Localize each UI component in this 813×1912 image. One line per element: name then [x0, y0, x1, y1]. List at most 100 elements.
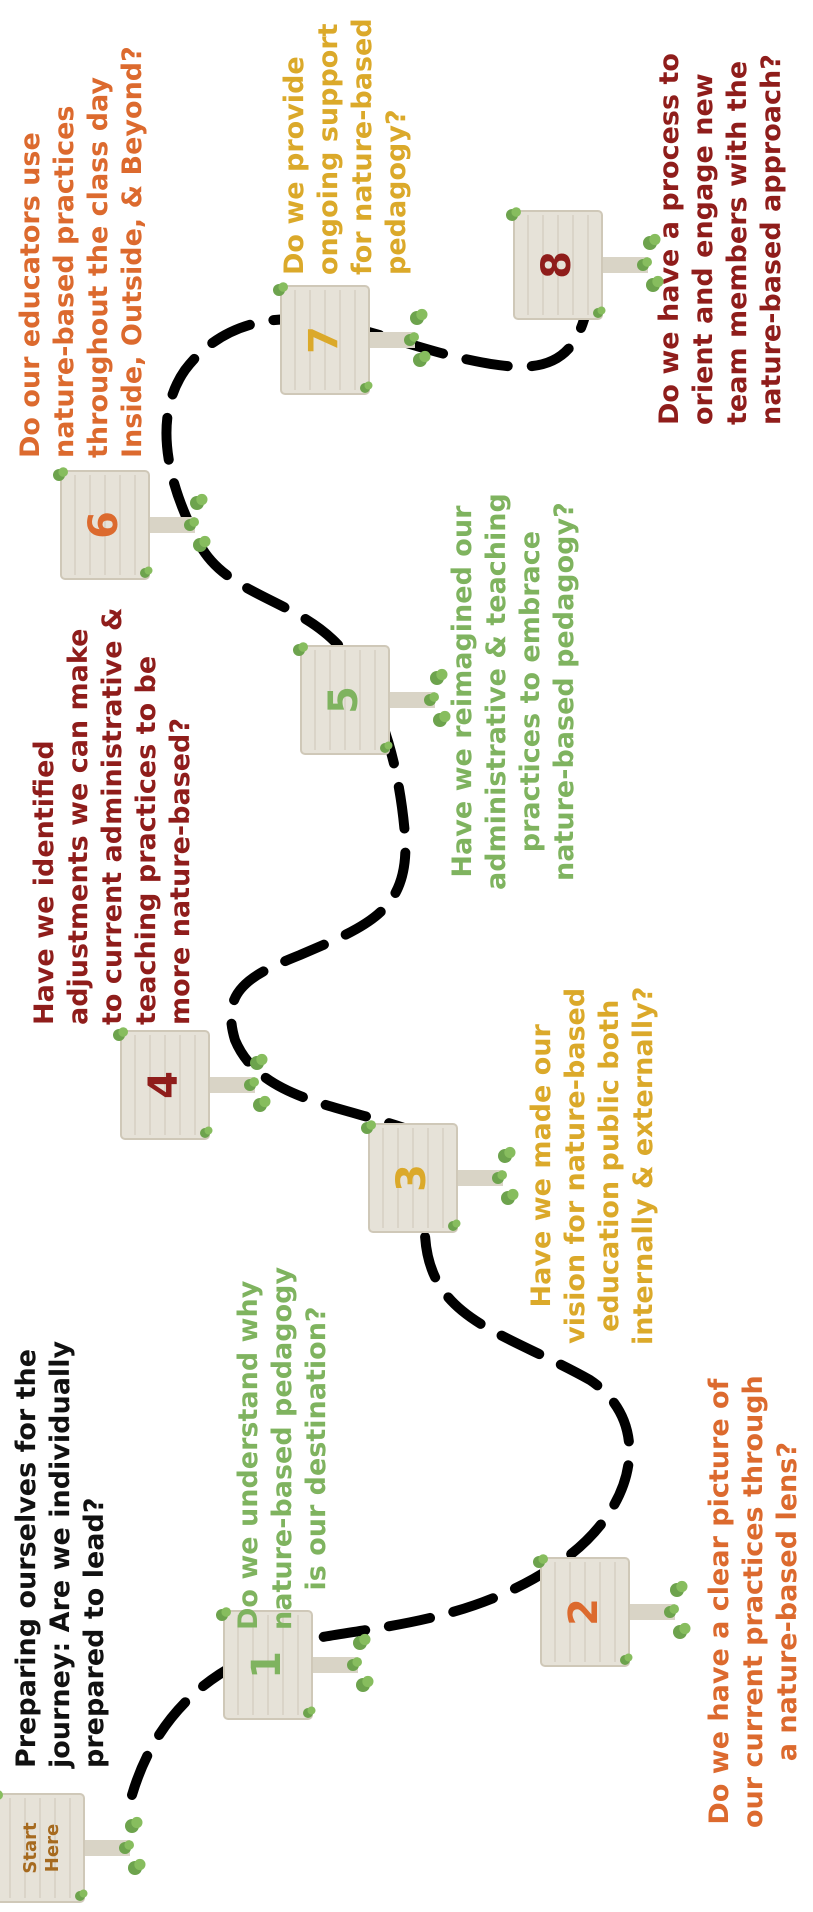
step-4-line: teaching practices to be — [131, 655, 162, 1025]
intro-question: Preparing ourselves for the journey: Are… — [10, 1341, 112, 1768]
leaf — [452, 1219, 461, 1228]
step-8-question: Do we have a process to orient and engag… — [653, 53, 789, 425]
step-8-line: orient and engage new — [688, 73, 719, 425]
step-number-4: 4 — [141, 1071, 187, 1099]
step-number-1: 1 — [244, 1651, 290, 1679]
step-number-3: 3 — [389, 1164, 435, 1192]
trail-line — [127, 285, 635, 1800]
step-5-line: practices to embrace — [515, 530, 546, 853]
step-8-line: Do we have a process to — [654, 53, 685, 425]
step-number-5: 5 — [321, 686, 367, 714]
leaf — [507, 1188, 519, 1201]
step-8-line: nature-based approach? — [756, 54, 787, 425]
leaf — [497, 1170, 508, 1180]
leaf — [359, 1633, 371, 1646]
leaf — [0, 1790, 3, 1800]
intro-line: Preparing ourselves for the — [11, 1348, 42, 1768]
step-number-7: 7 — [301, 326, 347, 354]
signpost-7: 7 — [273, 282, 431, 395]
leaf — [58, 467, 68, 477]
leaf — [429, 692, 440, 702]
start-label-line1: Start — [20, 1822, 41, 1874]
leaf — [256, 1053, 268, 1066]
leaf — [366, 1120, 377, 1130]
step-2-line: Do we have a clear picture of — [704, 1378, 735, 1825]
step-5-line: nature-based pedagogy? — [549, 502, 580, 881]
leaf — [642, 257, 652, 267]
leaf — [278, 282, 289, 292]
leaf — [204, 1126, 213, 1135]
intro-line: journey: Are we individually — [45, 1340, 76, 1768]
leaf — [196, 493, 208, 506]
step-4-line: adjustments we can make — [63, 628, 94, 1025]
step-3-line: internally & externally? — [628, 986, 659, 1345]
step-5-line: administrative & teaching — [481, 493, 512, 890]
step-4-question: Have we identified adjustments we can ma… — [28, 608, 198, 1026]
leaf — [409, 332, 420, 342]
step-4-line: to current administrative & — [97, 607, 128, 1026]
step-8-line: team members with the — [722, 60, 753, 425]
signpost-4: 4 — [113, 1027, 271, 1140]
signpost-8: 8 — [506, 207, 664, 320]
step-5-line: Have we reimagined our — [447, 505, 478, 878]
step-7-line: for nature-based — [347, 18, 378, 275]
leaf — [416, 308, 428, 321]
leaf — [652, 275, 664, 288]
step-number-6: 6 — [81, 511, 127, 539]
leaf — [439, 710, 451, 723]
step-3-line: education public both — [594, 999, 625, 1332]
step-1-question: Do we understand why nature-based pedago… — [232, 1267, 334, 1630]
leaf — [511, 207, 521, 217]
leaf — [597, 306, 606, 315]
leaf — [259, 1095, 271, 1108]
step-3-line: Have we made our — [526, 1024, 557, 1308]
signpost-6: 6 — [53, 467, 211, 580]
leaf — [134, 1858, 146, 1871]
step-number-8: 8 — [534, 251, 580, 279]
step-6-line: nature-based practices — [49, 105, 80, 458]
step-7-line: ongoing support — [313, 23, 344, 275]
intro-line: prepared to lead? — [79, 1497, 110, 1769]
signpost-board — [0, 1793, 85, 1903]
leaf — [504, 1146, 516, 1159]
leaf — [118, 1027, 128, 1037]
step-1-line: nature-based pedagogy — [267, 1266, 298, 1630]
step-7-question: Do we provide ongoing support for nature… — [278, 18, 414, 275]
leaf — [144, 566, 153, 575]
signpost-3: 3 — [361, 1120, 519, 1233]
step-2-line: our current practices through — [738, 1375, 769, 1828]
leaf — [679, 1622, 691, 1635]
step-4-line: more nature-based? — [165, 717, 196, 1025]
leaf — [79, 1889, 88, 1898]
step-2-question: Do we have a clear picture of our curren… — [703, 1375, 805, 1828]
leaf — [538, 1554, 548, 1564]
step-6-line: throughout the class day — [83, 76, 114, 458]
step-7-line: Do we provide — [279, 56, 310, 275]
leaf — [649, 233, 661, 246]
leaf — [624, 1653, 633, 1662]
step-6-line: Do our educators use — [15, 132, 46, 458]
leaf — [384, 741, 393, 750]
leaf — [362, 1675, 374, 1688]
step-number-2: 2 — [561, 1598, 607, 1626]
step-4-line: Have we identified — [29, 740, 60, 1025]
leaf — [131, 1816, 143, 1829]
leaf — [307, 1706, 316, 1715]
step-6-question: Do our educators use nature-based practi… — [14, 46, 150, 458]
step-1-line: is our destination? — [301, 1306, 332, 1591]
step-3-line: vision for nature-based — [560, 987, 591, 1344]
leaf — [364, 381, 373, 390]
leaf — [221, 1607, 231, 1617]
step-1-line: Do we understand why — [233, 1280, 264, 1630]
leaf — [249, 1077, 259, 1087]
leaf — [352, 1657, 363, 1667]
leaf — [189, 517, 199, 527]
leaf — [199, 535, 211, 548]
leaf — [669, 1604, 679, 1614]
step-3-question: Have we made our vision for nature-based… — [525, 987, 661, 1345]
start-label-line2: Here — [42, 1824, 63, 1872]
signpost-2: 2 — [533, 1554, 691, 1667]
signpost-1: 1 — [216, 1607, 374, 1720]
